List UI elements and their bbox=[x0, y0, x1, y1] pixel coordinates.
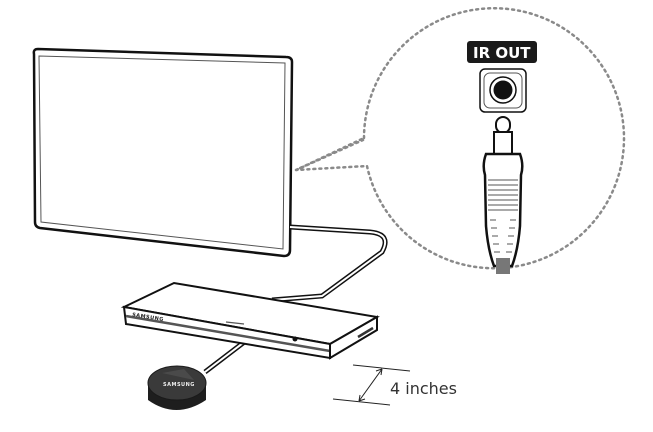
set-top-box-brand: SAMSUNG bbox=[132, 312, 164, 323]
power-led-icon bbox=[292, 336, 298, 342]
ir-plug-connector bbox=[482, 116, 524, 274]
set-top-box: SAMSUNG bbox=[120, 281, 380, 360]
zoom-callout bbox=[294, 7, 626, 270]
distance-indicator: 4 inches bbox=[332, 364, 457, 406]
distance-label: 4 inches bbox=[390, 379, 457, 398]
tv-monitor bbox=[32, 47, 294, 258]
ir-blaster-brand: SAMSUNG bbox=[163, 382, 195, 388]
ir-out-label-text: IR OUT bbox=[473, 44, 531, 62]
ir-blaster: SAMSUNG bbox=[147, 365, 207, 410]
tv-cable bbox=[271, 224, 388, 303]
ir-out-label: IR OUT bbox=[467, 41, 537, 63]
ir-out-port bbox=[479, 68, 527, 113]
